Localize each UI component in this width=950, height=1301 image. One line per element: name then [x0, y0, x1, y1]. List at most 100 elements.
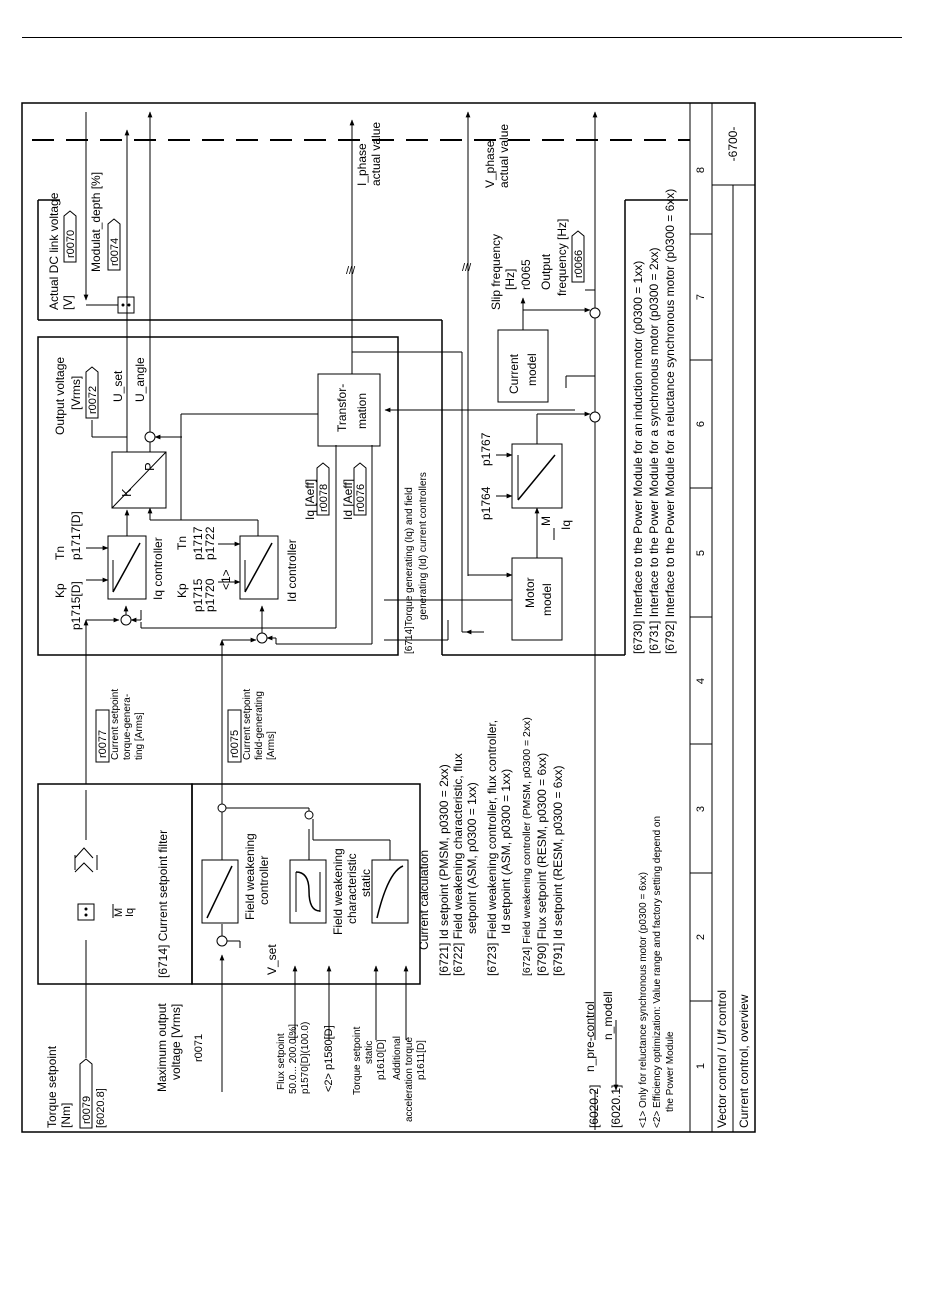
- col-7: 7: [695, 294, 707, 300]
- svg-text:[6723] Field weakening control: [6723] Field weakening controller, flux …: [485, 720, 499, 976]
- slip-frequency-labels: Slip frequency [Hz] r0065 Output frequen…: [489, 219, 585, 310]
- motor-model-label: Motor model M Iq: [523, 516, 573, 616]
- svg-text:p1717: p1717: [191, 526, 205, 560]
- svg-text:[6790] Flux setpoint (RESM, p0: [6790] Flux setpoint (RESM, p0300 = 6xx): [535, 753, 549, 976]
- svg-text:actual value: actual value: [369, 122, 383, 186]
- fw-controller-block: [201, 859, 239, 924]
- ref-6020-8: [6020.8]: [95, 1088, 107, 1128]
- speed-inputs: n_pre-control n_modell [6020.2] [6020.1]: [583, 991, 623, 1128]
- svg-text:r0071: r0071: [193, 1034, 205, 1062]
- svg-text:Torque setpoint: Torque setpoint: [45, 1045, 59, 1128]
- svg-text:Transfor-: Transfor-: [335, 384, 349, 432]
- fw-characteristic-block: [289, 859, 327, 924]
- page-number: -6700-: [726, 127, 740, 162]
- fw-sum-junction: [216, 935, 228, 947]
- id-setpoint-label: Current setpoint field-generating [Arms]: [242, 689, 277, 760]
- svg-text:[6791] Id setpoint (RESM, p030: [6791] Id setpoint (RESM, p0300 = 6xx): [551, 766, 565, 976]
- svg-text:Slip frequency: Slip frequency: [489, 234, 503, 310]
- svg-text:[Arms]: [Arms]: [266, 731, 277, 760]
- svg-text:Iq controller: Iq controller: [151, 537, 165, 600]
- param-r0079: r0079: [81, 1096, 93, 1124]
- column-dividers: [690, 233, 712, 1002]
- col-5: 5: [695, 550, 707, 556]
- svg-text:Field weakening: Field weakening: [243, 833, 257, 920]
- svg-text:[Vrms]: [Vrms]: [69, 376, 83, 410]
- svg-text:characteristic: characteristic: [345, 853, 359, 924]
- svg-text:[Nm]: [Nm]: [59, 1103, 73, 1128]
- col-6: 6: [695, 421, 707, 427]
- svg-text:r0076: r0076: [355, 484, 367, 512]
- svg-text:[6020.2]: [6020.2]: [587, 1085, 601, 1128]
- diagram-frame: [21, 102, 756, 1133]
- svg-text:model: model: [540, 583, 554, 616]
- current-calc-label: Current calculation: [417, 850, 431, 950]
- col-1: 1: [695, 1063, 707, 1069]
- transformation-label: Transfor- mation: [335, 384, 369, 432]
- dc-link-block: [38, 200, 688, 320]
- svg-text:[6721] Id setpoint (PMSM, p030: [6721] Id setpoint (PMSM, p0300 = 2xx): [437, 764, 451, 976]
- field-weakening-block: [191, 783, 421, 985]
- current-model-block: [497, 329, 549, 403]
- svg-text:ting [Arms]: ting [Arms]: [134, 712, 145, 760]
- svg-text:Iq: Iq: [559, 520, 573, 530]
- svg-text:U_set: U_set: [111, 370, 125, 402]
- svg-text:torque-genera-: torque-genera-: [122, 694, 133, 760]
- svg-text:Output voltage: Output voltage: [53, 357, 67, 435]
- svg-text:<2> Efficiency optimization: V: <2> Efficiency optimization: Value range…: [652, 816, 663, 1128]
- id-controller-params: Kp Tn p1715 p1720 p1717 p1722 <1> Id con…: [175, 526, 299, 612]
- id-setpoint-param: [227, 709, 242, 763]
- svg-text:p1764: p1764: [479, 486, 493, 520]
- svg-text:K: K: [119, 488, 134, 497]
- footer-title-sub: Current control, overview: [737, 994, 751, 1128]
- svg-text:Current setpoint: Current setpoint: [242, 689, 253, 760]
- svg-text:p1570[D](100.0): p1570[D](100.0): [300, 1022, 311, 1094]
- svg-text:[6724] Field weakening control: [6724] Field weakening controller (PMSM,…: [521, 717, 533, 976]
- freq-sum-junction: [589, 307, 601, 319]
- iq-controller-params: Kp Tn p1715[D] p1717[D] Iq controller: [53, 511, 165, 630]
- column-numbers: 1 2 3 4 5 6 7 8: [695, 167, 707, 1069]
- svg-text:///: ///: [462, 262, 472, 274]
- svg-text:p1715: p1715: [191, 578, 205, 612]
- svg-text:p1611[D]: p1611[D]: [416, 1040, 427, 1080]
- dc-link-labels: Actual DC link voltage [V] r0070 Modulat…: [47, 172, 121, 310]
- svg-text:Tn: Tn: [53, 546, 67, 560]
- filter-symbol: [74, 790, 98, 873]
- field-weakening-inputs: Flux setpoint 50.0... 200.0[%] p1570[D](…: [276, 1022, 427, 1122]
- svg-text:Modulat_depth [%]: Modulat_depth [%]: [89, 172, 103, 272]
- svg-text:mation: mation: [355, 393, 369, 429]
- svg-text:p1722: p1722: [203, 526, 217, 560]
- svg-text:[V]: [V]: [61, 295, 75, 310]
- svg-text:Torque setpoint: Torque setpoint: [352, 1026, 363, 1095]
- svg-text:Current: Current: [507, 353, 521, 394]
- kp-converter-block: [111, 451, 167, 509]
- svg-text:[6730] Interface to the Power: [6730] Interface to the Power Module for…: [631, 261, 645, 654]
- filter-title: [6714] Current setpoint filter: [156, 830, 170, 978]
- svg-text:static: static: [359, 869, 373, 897]
- iq-setpoint-param: [95, 709, 110, 763]
- svg-text:[6714]Torque generating (Iq) a: [6714]Torque generating (Iq) and field: [404, 487, 415, 654]
- svg-text:[6792] Interface to the Power: [6792] Interface to the Power Module for…: [663, 189, 677, 654]
- iq-setpoint-label: Current setpoint torque-genera- ting [Ar…: [110, 689, 145, 760]
- svg-text:r0077: r0077: [97, 730, 109, 758]
- svg-text:<2> p1580[D]: <2> p1580[D]: [323, 1025, 335, 1092]
- svg-text:Motor: Motor: [523, 577, 537, 608]
- svg-text:Tn: Tn: [175, 536, 189, 550]
- svg-text:Output: Output: [539, 253, 553, 290]
- svg-text:r0066: r0066: [573, 250, 585, 278]
- svg-text:p1720: p1720: [203, 578, 217, 612]
- svg-text:p1767: p1767: [479, 432, 493, 466]
- svg-text:Id setpoint (ASM, p0300 = 1xx): Id setpoint (ASM, p0300 = 1xx): [499, 769, 513, 934]
- svg-text:actual value: actual value: [497, 124, 511, 188]
- svg-text:P: P: [142, 462, 157, 471]
- svg-text:n_modell: n_modell: [601, 991, 615, 1040]
- footer-title-main: Vector control / U/f control: [715, 990, 729, 1128]
- svg-text:[Hz]: [Hz]: [503, 269, 517, 290]
- fw-controller-label: Field weakening controller: [243, 833, 271, 920]
- svg-text:model: model: [525, 353, 539, 386]
- current-controllers-title: [6714]Torque generating (Iq) and field g…: [404, 472, 429, 654]
- svg-text:Kp: Kp: [53, 583, 67, 598]
- torque-setpoint-input: Torque setpoint [Nm] r0079 [6020.8]: [45, 940, 107, 1129]
- current-controllers-block: [37, 336, 399, 656]
- id-controller-block: [239, 535, 279, 600]
- svg-text:generating (Id) current contro: generating (Id) current controllers: [418, 472, 429, 620]
